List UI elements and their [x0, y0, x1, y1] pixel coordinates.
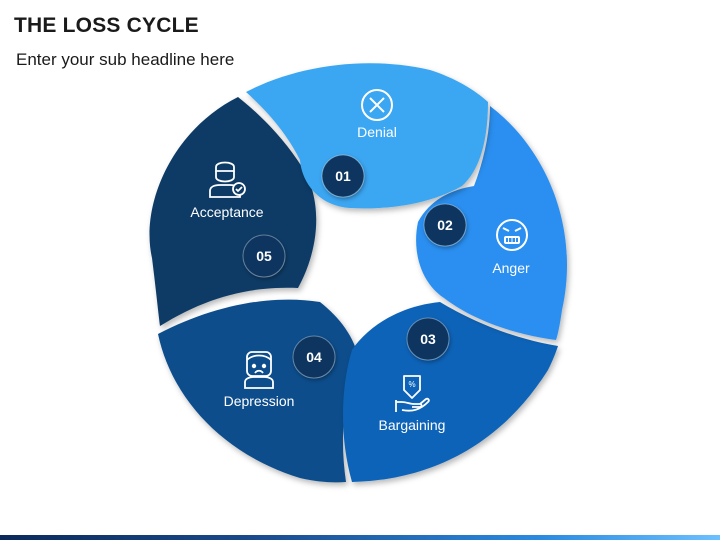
- cross-circle-icon: [361, 89, 393, 121]
- badge-05: 05: [242, 234, 286, 278]
- doctor-checkmark-icon: [209, 161, 246, 198]
- stage-label-depression: Depression: [224, 393, 295, 409]
- badge-01: 01: [321, 154, 365, 198]
- angry-face-icon: [496, 219, 528, 251]
- stage-label-anger: Anger: [492, 260, 530, 276]
- badge-03: 03: [406, 317, 450, 361]
- hand-discount-tag-icon: %: [395, 375, 430, 412]
- stage-label-denial: Denial: [357, 124, 397, 140]
- sad-person-icon: [244, 351, 274, 389]
- stage-label-bargaining: Bargaining: [379, 417, 446, 433]
- badge-number-05: 05: [256, 248, 272, 264]
- badge-02: 02: [423, 203, 467, 247]
- svg-text:%: %: [408, 380, 415, 389]
- page-title: THE LOSS CYCLE: [14, 14, 199, 37]
- badge-number-04: 04: [306, 349, 322, 365]
- badge-number-03: 03: [420, 331, 436, 347]
- bottom-accent-bar: [0, 535, 720, 540]
- badge-number-01: 01: [335, 168, 351, 184]
- segment-depression: [158, 299, 360, 483]
- segment-anger: [416, 106, 568, 340]
- badge-04: 04: [292, 335, 336, 379]
- badge-number-02: 02: [437, 217, 453, 233]
- page-subtitle: Enter your sub headline here: [16, 50, 235, 69]
- segment-denial: [246, 63, 488, 209]
- stage-label-acceptance: Acceptance: [190, 204, 263, 220]
- segment-bargaining: [343, 302, 558, 482]
